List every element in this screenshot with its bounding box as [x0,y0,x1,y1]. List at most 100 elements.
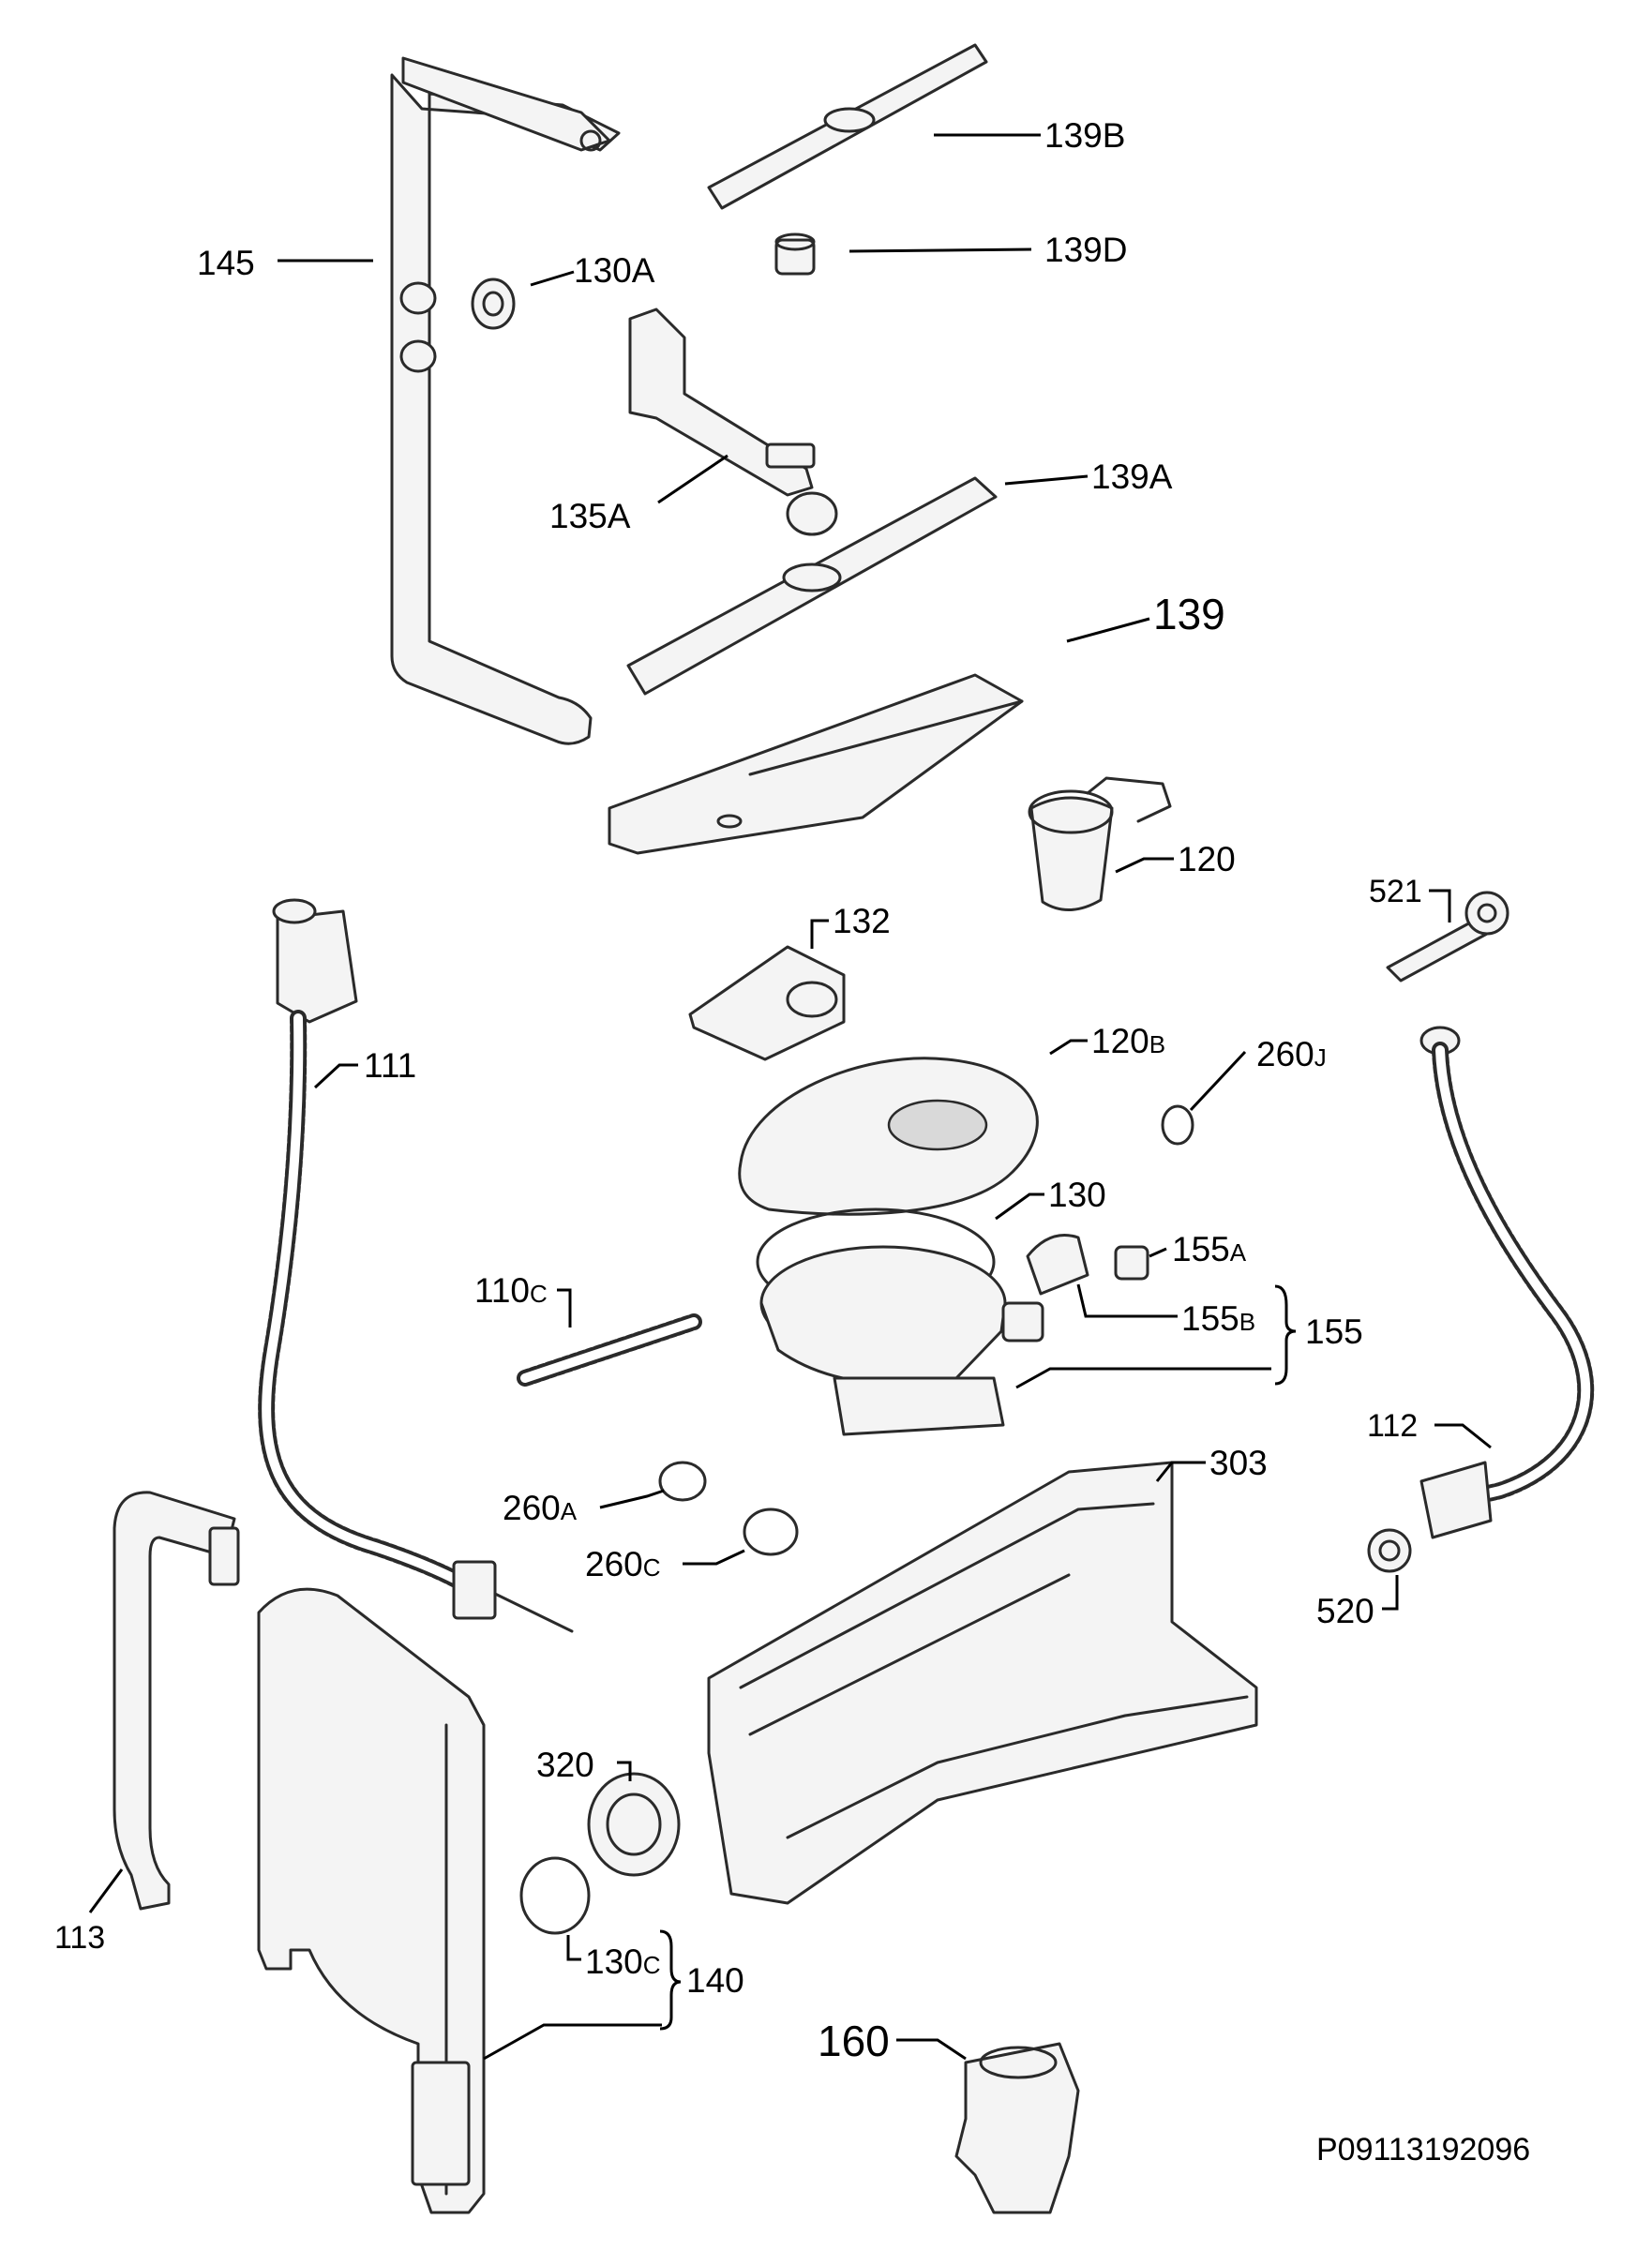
label-155B: 155B [1181,1301,1255,1336]
label-110C-sub: C [530,1280,548,1308]
brace-155 [1274,1284,1297,1386]
brace-140 [659,1929,682,2031]
label-139B: 139B [1044,116,1126,155]
leader-130 [995,1192,1044,1221]
part-135A-bracket [628,308,838,536]
leader-110C [557,1288,572,1328]
part-139B-upper-spray-arm [707,43,988,210]
leader-120B [1049,1039,1088,1056]
label-130C-main: 130 [585,1942,643,1981]
label-155: 155 [1305,1312,1363,1351]
label-155A-sub: A [1229,1238,1247,1267]
label-130: 130 [1048,1176,1106,1214]
leader-113 [88,1868,124,1913]
label-155B-sub: B [1239,1308,1256,1336]
label-260C-main: 260 [585,1545,643,1583]
label-140: 140 [686,1961,744,2000]
part-155B-bracket [1026,1234,1089,1296]
leader-521 [1429,889,1451,922]
label-110C-main: 110 [474,1271,530,1310]
label-130A: 130A [574,251,655,290]
label-260A-sub: A [560,1497,578,1525]
part-320-seal [587,1772,681,1877]
leader-155A [1149,1247,1167,1258]
part-260A-clamp [658,1461,707,1502]
leader-139A [1004,474,1089,486]
part-145-supply-tube [390,56,621,745]
label-130C: 130C [585,1944,661,1979]
label-130C-sub: C [642,1951,661,1979]
part-111-drain-hose [258,898,574,1633]
label-120B: 120B [1091,1024,1165,1058]
label-112: 112 [1367,1408,1419,1444]
leader-155-bottom [1015,1367,1271,1389]
part-520-nut [1367,1528,1412,1573]
label-139D: 139D [1044,231,1128,269]
part-120-filter [1028,776,1172,911]
label-260J-main: 260 [1256,1035,1314,1073]
part-130C-ring [519,1856,591,1935]
part-130-seal-and-sump [756,1208,1044,1436]
label-155B-main: 155 [1181,1299,1239,1338]
leader-260A [599,1489,665,1509]
leader-112 [1434,1423,1492,1449]
part-139-lower-spray-arm [608,673,1024,855]
label-139: 139 [1153,590,1225,638]
part-139D-nut [774,232,816,276]
label-260A: 260A [503,1491,577,1525]
part-521-strap [1386,891,1509,982]
part-260C-clamp [743,1508,799,1556]
leader-130C [566,1935,581,1961]
label-113: 113 [54,1920,106,1956]
leader-130A [530,270,575,287]
leader-160 [896,2038,967,2061]
part-160-pump [954,2042,1080,2214]
label-155A-main: 155 [1172,1230,1230,1268]
leader-lines [88,133,1492,2061]
part-132-sensor [688,945,846,1061]
label-521: 521 [1369,874,1422,909]
label-303: 303 [1209,1444,1268,1482]
leader-260J [1189,1050,1247,1112]
label-145: 145 [197,244,255,282]
leader-140-bottom [483,2023,662,2061]
part-155A-connector [1114,1245,1149,1281]
label-110C: 110C [474,1273,548,1308]
label-135A: 135A [549,497,631,535]
leader-135A [657,454,728,504]
leader-139D [849,248,1032,253]
leader-132 [810,919,829,949]
part-120B-microfilter [738,1057,1039,1216]
leader-155B [1076,1283,1178,1318]
label-120B-sub: B [1149,1030,1166,1058]
label-260C-sub: C [642,1553,661,1582]
part-260J-clamp [1161,1104,1194,1146]
leader-111 [313,1063,358,1089]
part-139A-middle-spray-arm [626,476,998,696]
label-139A: 139A [1091,458,1173,496]
leader-520 [1382,1575,1399,1611]
part-140-softener [257,1587,486,2214]
label-111: 111 [364,1046,417,1085]
label-160: 160 [818,2017,890,2065]
label-132: 132 [833,902,891,940]
leader-320 [617,1761,632,1781]
label-320: 320 [536,1746,594,1784]
label-260C: 260C [585,1547,661,1582]
leader-260C [683,1549,745,1566]
leader-139 [1066,617,1150,643]
part-303-base [707,1461,1258,1905]
label-260A-main: 260 [503,1489,561,1527]
part-113-tube [113,1491,240,1911]
label-520: 520 [1316,1592,1374,1630]
label-120: 120 [1178,840,1236,878]
label-260J-sub: J [1314,1043,1327,1072]
part-130A-gasket [471,278,516,330]
label-260J: 260J [1256,1037,1327,1072]
part-112-inlet-hose [1419,1026,1595,1539]
label-120B-main: 120 [1091,1022,1149,1060]
part-110C-hose [517,1313,702,1387]
drawing-number: P09113192096 [1316,2132,1531,2168]
